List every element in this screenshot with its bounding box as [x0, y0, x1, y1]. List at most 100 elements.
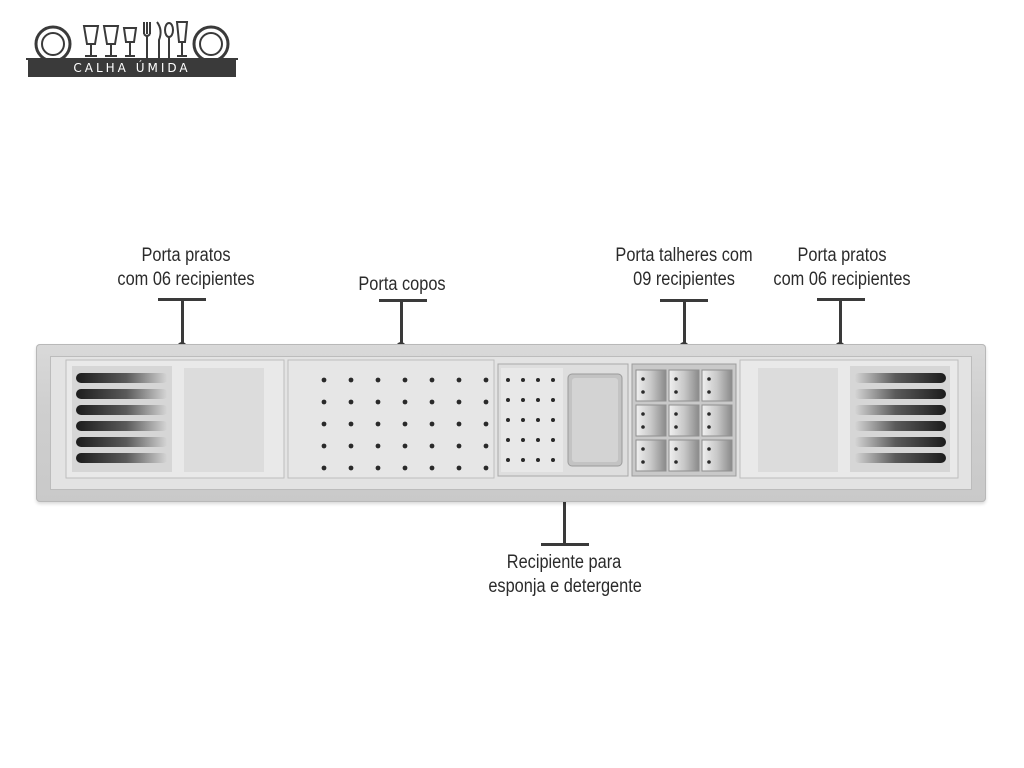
callout-line: Porta talheres com — [615, 245, 753, 266]
drain-hole — [506, 378, 510, 382]
drain-hole — [536, 378, 540, 382]
plate-slot — [76, 373, 168, 383]
drain-hole — [674, 460, 678, 464]
sponge-detergent-container — [497, 363, 629, 477]
drain-hole — [707, 390, 711, 394]
drain-hole — [506, 458, 510, 462]
callout-plate-rack-left: Porta pratos com 06 recipientes — [117, 244, 255, 292]
drain-hole — [674, 390, 678, 394]
plate-rack-right — [739, 359, 959, 479]
drain-hole — [641, 447, 645, 451]
drain-hole — [483, 399, 489, 405]
cutlery-cell — [635, 404, 667, 437]
plate-slot — [854, 405, 946, 415]
plate-slot — [76, 421, 168, 431]
drain-hole — [375, 377, 381, 383]
tableware-icon — [26, 21, 238, 62]
drain-hole — [641, 390, 645, 394]
plate-slot — [76, 405, 168, 415]
drain-hole — [321, 399, 327, 405]
leader-line — [683, 299, 686, 347]
drain-hole — [348, 377, 354, 383]
drain-hole — [456, 421, 462, 427]
drain-hole — [551, 438, 555, 442]
drain-hole — [506, 398, 510, 402]
drain-hole — [321, 443, 327, 449]
callout-cutlery-holder: Porta talheres com 09 recipientes — [615, 244, 753, 292]
callout-line: 09 recipientes — [633, 269, 735, 290]
drain-hole — [551, 418, 555, 422]
callout-cup-rack: Porta copos — [342, 273, 462, 297]
drain-hole — [348, 421, 354, 427]
drain-hole — [641, 460, 645, 464]
plate-slot — [854, 453, 946, 463]
drain-hole — [536, 438, 540, 442]
drain-hole — [707, 377, 711, 381]
drain-hole — [456, 443, 462, 449]
cutlery-holder — [631, 363, 737, 477]
cutlery-cell — [701, 439, 733, 472]
wet-channel-tray — [36, 344, 986, 502]
cutlery-cell — [668, 369, 700, 402]
drain-hole — [521, 378, 525, 382]
drain-hole — [521, 458, 525, 462]
drain-hole — [429, 399, 435, 405]
drain-hole — [456, 465, 462, 471]
callout-plate-rack-right: Porta pratos com 06 recipientes — [773, 244, 911, 292]
callout-line: com 06 recipientes — [117, 269, 255, 290]
callout-line: Porta pratos — [797, 245, 887, 266]
drain-hole — [321, 377, 327, 383]
drain-hole — [641, 425, 645, 429]
drain-hole — [402, 465, 408, 471]
cutlery-cell — [635, 439, 667, 472]
drain-hole — [429, 443, 435, 449]
plate-slot — [854, 421, 946, 431]
drain-hole — [429, 421, 435, 427]
callout-line: esponja e detergente — [488, 576, 642, 597]
leader-line — [400, 299, 403, 347]
plate-slot — [76, 437, 168, 447]
drain-hole — [483, 465, 489, 471]
cutlery-cell — [668, 404, 700, 437]
leader-line — [563, 496, 566, 544]
drain-hole — [551, 458, 555, 462]
drain-hole — [674, 447, 678, 451]
plate-slot — [854, 437, 946, 447]
plate-slot — [76, 453, 168, 463]
drain-hole — [674, 425, 678, 429]
cutlery-cell — [701, 404, 733, 437]
plate-slot — [854, 389, 946, 399]
drain-hole — [375, 421, 381, 427]
drain-hole — [348, 465, 354, 471]
drain-hole — [641, 377, 645, 381]
drain-hole — [402, 443, 408, 449]
drain-hole — [429, 377, 435, 383]
brand-logo: CALHA ÚMIDA — [26, 18, 238, 80]
drain-hole — [402, 399, 408, 405]
drain-hole — [375, 465, 381, 471]
drain-hole — [375, 399, 381, 405]
drain-hole — [348, 443, 354, 449]
drain-hole — [402, 421, 408, 427]
leader-line — [181, 298, 184, 346]
cutlery-cell — [635, 369, 667, 402]
cutlery-cell — [701, 369, 733, 402]
drain-hole — [536, 398, 540, 402]
drain-hole — [551, 378, 555, 382]
drain-hole — [506, 418, 510, 422]
drain-hole — [521, 418, 525, 422]
drain-hole — [536, 458, 540, 462]
leader-line — [839, 298, 842, 346]
callout-line: com 06 recipientes — [773, 269, 911, 290]
brand-name: CALHA ÚMIDA — [28, 59, 236, 77]
drain-hole — [402, 377, 408, 383]
drain-hole — [483, 377, 489, 383]
callout-line: Porta copos — [358, 274, 446, 295]
drain-hole — [707, 425, 711, 429]
plate-slot — [854, 373, 946, 383]
cup-rack — [287, 359, 495, 479]
drain-hole — [348, 399, 354, 405]
drain-hole — [641, 412, 645, 416]
drain-hole — [456, 399, 462, 405]
drain-hole — [707, 412, 711, 416]
